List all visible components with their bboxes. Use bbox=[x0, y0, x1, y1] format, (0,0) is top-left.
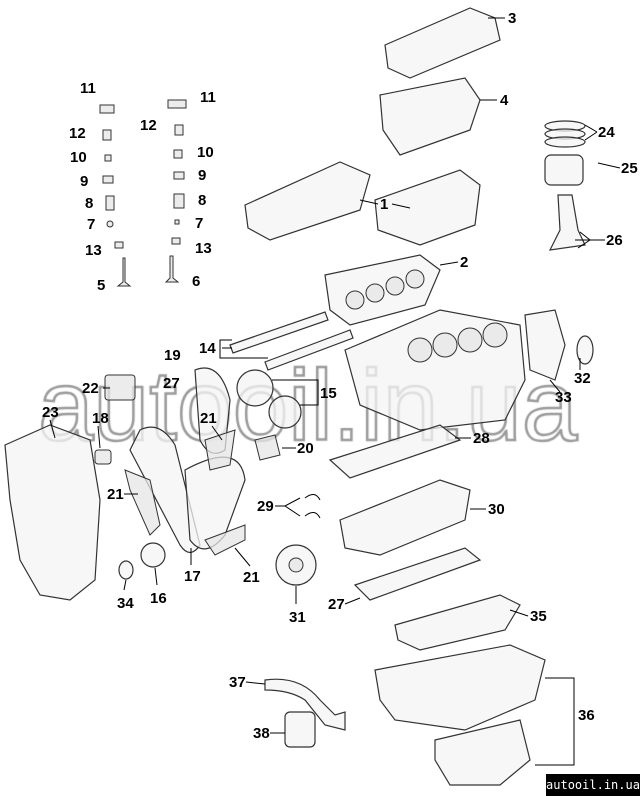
callout-21-lower: 21 bbox=[243, 569, 260, 586]
callout-23: 23 bbox=[42, 404, 59, 421]
oil-pickup-37 bbox=[264, 678, 346, 731]
callout-labels: 3 4 24 25 1 26 2 11 11 12 12 10 10 9 9 8… bbox=[42, 10, 638, 742]
callout-8-left: 8 bbox=[85, 195, 93, 212]
callout-11-right: 11 bbox=[200, 89, 216, 106]
engine-block bbox=[344, 309, 526, 431]
leader-lines bbox=[49, 17, 621, 766]
guides-21 bbox=[124, 429, 246, 556]
seal-34 bbox=[118, 560, 134, 580]
tensioner-20 bbox=[254, 434, 281, 461]
callout-33: 33 bbox=[555, 389, 572, 406]
callout-21-left: 21 bbox=[107, 486, 124, 503]
callout-9-left: 9 bbox=[80, 173, 88, 190]
callout-3: 3 bbox=[508, 10, 516, 27]
valve-cover bbox=[384, 7, 501, 79]
callout-38: 38 bbox=[253, 725, 270, 742]
callout-13-left: 13 bbox=[85, 242, 102, 259]
callout-34: 34 bbox=[117, 595, 134, 612]
oil-pan-36 bbox=[374, 644, 546, 731]
callout-30: 30 bbox=[488, 501, 505, 518]
camshafts bbox=[229, 311, 354, 371]
sensor-18 bbox=[94, 449, 112, 465]
callout-28: 28 bbox=[473, 430, 490, 447]
cylinder-head-left bbox=[244, 161, 371, 241]
piston-rings bbox=[544, 120, 586, 148]
callout-27-lower: 27 bbox=[328, 596, 345, 613]
callout-22: 22 bbox=[82, 380, 99, 397]
callout-19: 19 bbox=[164, 347, 181, 364]
timing-cover-rear bbox=[524, 309, 566, 381]
callout-37: 37 bbox=[229, 674, 246, 691]
crank-pulley-31 bbox=[275, 544, 317, 586]
callout-32: 32 bbox=[574, 370, 591, 387]
cylinder-head-right bbox=[374, 169, 481, 246]
callout-7-left: 7 bbox=[87, 216, 95, 233]
callout-24: 24 bbox=[598, 124, 615, 141]
callout-29: 29 bbox=[257, 498, 274, 515]
front-timing-cover bbox=[4, 424, 101, 601]
thrust-washers-29 bbox=[304, 494, 321, 519]
valvetrain-parts bbox=[99, 99, 187, 287]
callout-36: 36 bbox=[578, 707, 595, 724]
oil-filter-38 bbox=[284, 711, 316, 748]
callout-13-right: 13 bbox=[195, 240, 212, 257]
site-badge: autooil.in.ua bbox=[546, 774, 640, 796]
callout-27-upper: 27 bbox=[163, 375, 180, 392]
callout-18: 18 bbox=[92, 410, 109, 427]
callout-12-right: 12 bbox=[140, 117, 157, 134]
callout-17: 17 bbox=[184, 568, 201, 585]
callout-15: 15 bbox=[320, 385, 337, 402]
callout-4: 4 bbox=[500, 92, 509, 109]
crank-sprocket-16 bbox=[140, 542, 166, 568]
callout-9-right: 9 bbox=[198, 167, 206, 184]
crankshaft-30 bbox=[339, 479, 471, 556]
callout-14: 14 bbox=[199, 340, 216, 357]
callout-10-right: 10 bbox=[197, 144, 214, 161]
callout-6: 6 bbox=[192, 273, 200, 290]
callout-7-right: 7 bbox=[195, 215, 203, 232]
intake-gasket bbox=[379, 77, 481, 156]
seal-32 bbox=[576, 335, 594, 365]
vvt-gears-15 bbox=[236, 369, 302, 429]
piston bbox=[544, 154, 584, 186]
oil-pan-lower bbox=[434, 719, 531, 786]
callout-35: 35 bbox=[530, 608, 547, 625]
callout-1: 1 bbox=[380, 196, 388, 213]
callout-20: 20 bbox=[297, 440, 314, 457]
callout-8-right: 8 bbox=[198, 192, 206, 209]
callout-16: 16 bbox=[150, 590, 167, 607]
oil-pan-upper-35 bbox=[394, 594, 521, 651]
callout-26: 26 bbox=[606, 232, 623, 249]
callout-12-left: 12 bbox=[69, 125, 86, 142]
connecting-rod bbox=[548, 194, 586, 251]
main-bearings-28 bbox=[328, 424, 462, 479]
callout-10-left: 10 bbox=[70, 149, 87, 166]
callout-21-upper: 21 bbox=[200, 410, 217, 427]
head-gasket bbox=[324, 254, 441, 326]
callout-5: 5 bbox=[97, 277, 105, 294]
bearings-27 bbox=[353, 547, 482, 601]
callout-25: 25 bbox=[621, 160, 638, 177]
callout-11-left: 11 bbox=[80, 80, 96, 97]
callout-31: 31 bbox=[289, 609, 306, 626]
callout-2: 2 bbox=[460, 254, 468, 271]
